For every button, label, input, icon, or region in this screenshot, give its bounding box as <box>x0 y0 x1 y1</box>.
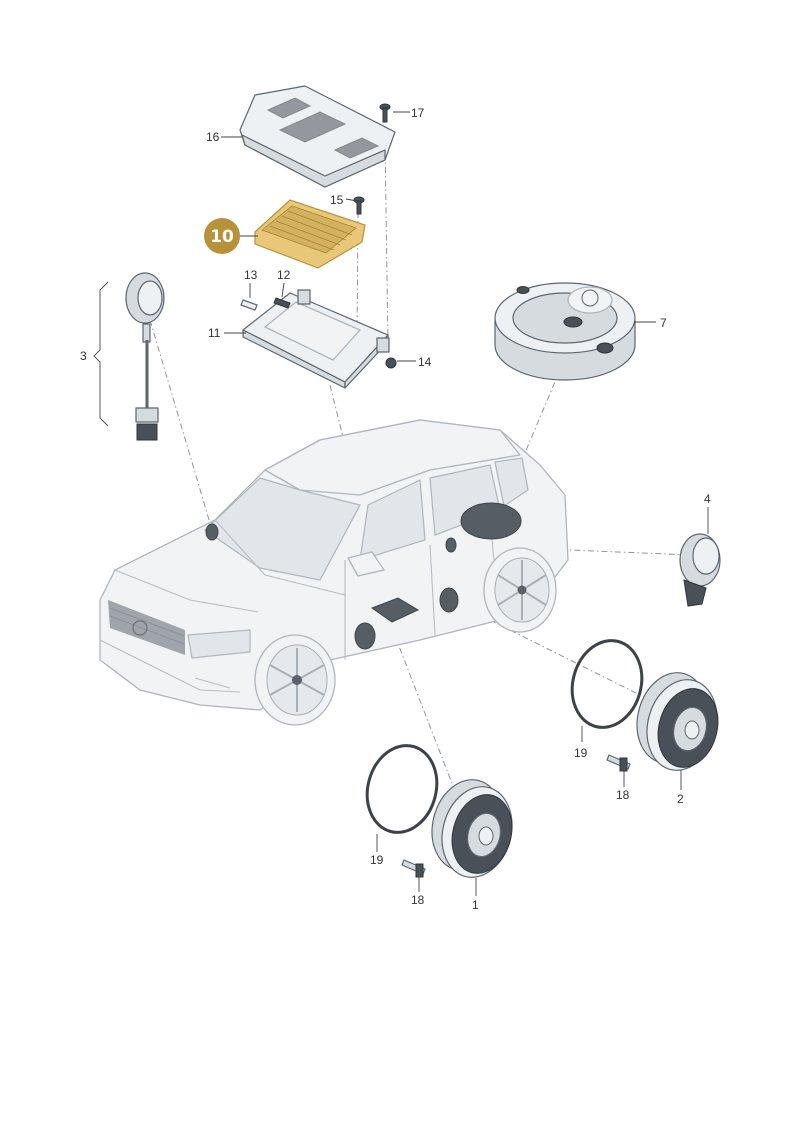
part-10-badge-circle <box>204 218 240 254</box>
label-11[interactable]: 11 <box>208 326 221 340</box>
cover-part-16[interactable] <box>239 85 396 188</box>
nut-part-14[interactable] <box>385 357 397 369</box>
label-17[interactable]: 17 <box>411 106 425 120</box>
subwoofer-part-7[interactable] <box>494 282 636 381</box>
label-3[interactable]: 3 <box>80 349 87 363</box>
label-15[interactable]: 15 <box>330 193 344 207</box>
bolt-part-13[interactable] <box>240 299 258 311</box>
label-19a[interactable]: 19 <box>574 746 588 760</box>
label-12[interactable]: 12 <box>277 268 291 282</box>
part-10-badge[interactable]: 10 <box>204 218 240 254</box>
bracket-part-11[interactable] <box>242 289 390 389</box>
bolt-part-12[interactable] <box>273 297 291 309</box>
label-19b[interactable]: 19 <box>370 853 384 867</box>
woofer-part-1[interactable] <box>422 772 521 885</box>
label-2[interactable]: 2 <box>677 792 684 806</box>
screw-part-15[interactable] <box>353 196 365 215</box>
label-4[interactable]: 4 <box>704 492 711 506</box>
part-labels: 16 17 15 13 12 11 14 3 7 4 19 18 2 19 18… <box>80 106 711 912</box>
label-18a[interactable]: 18 <box>616 788 630 802</box>
label-16[interactable]: 16 <box>206 130 220 144</box>
seal-ring-part-19a[interactable] <box>563 633 651 736</box>
rivet-part-18a[interactable] <box>606 754 631 772</box>
label-1[interactable]: 1 <box>472 898 479 912</box>
amplifier-part-10[interactable] <box>254 199 366 269</box>
tweeter-part-3[interactable] <box>125 272 165 441</box>
label-14[interactable]: 14 <box>418 355 432 369</box>
vehicle-outline <box>99 419 569 726</box>
component-positions <box>205 502 522 650</box>
leader-lines <box>221 111 709 896</box>
screw-part-17[interactable] <box>379 103 391 123</box>
tweeter-part-4[interactable] <box>679 533 721 607</box>
seal-ring-part-19b[interactable] <box>358 738 446 841</box>
label-18b[interactable]: 18 <box>411 893 425 907</box>
label-13[interactable]: 13 <box>244 268 258 282</box>
woofer-part-2[interactable] <box>627 665 726 778</box>
bracket-brace-3 <box>93 281 109 427</box>
part-10-badge-text: 10 <box>210 227 234 247</box>
rivet-part-18b[interactable] <box>401 859 426 878</box>
label-7[interactable]: 7 <box>660 316 667 330</box>
